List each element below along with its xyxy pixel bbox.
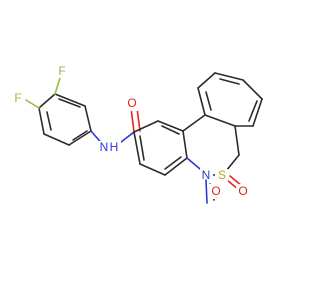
ring-nitrogen-label: N (202, 168, 211, 182)
fluorine-top-label: F (58, 64, 65, 78)
atom-background (126, 98, 138, 111)
bond (43, 133, 70, 146)
atom-background (97, 141, 121, 156)
sulfonyl-oxygen-left-label: O (211, 184, 220, 198)
sulfur-label: S (218, 168, 226, 182)
methyl-group (205, 179, 208, 204)
fluorine-substituents: F F (13, 64, 67, 109)
ring-heteroatoms: N S O O (200, 168, 249, 201)
bond (72, 130, 88, 141)
atom-background (236, 184, 249, 199)
bond (161, 125, 180, 135)
amide-nitrogen-label: N (100, 140, 109, 154)
bond (139, 135, 145, 161)
bond (133, 131, 141, 165)
bond (164, 156, 182, 170)
bond (133, 120, 159, 133)
bond (25, 99, 40, 109)
bond (38, 107, 45, 135)
atom-background (57, 66, 67, 78)
bond (219, 78, 240, 85)
bond (136, 107, 141, 132)
bond (252, 98, 263, 127)
bond (130, 107, 135, 133)
atom-background (209, 184, 222, 199)
atom-background (13, 93, 23, 105)
bond (205, 179, 208, 204)
bond (182, 130, 188, 159)
amide-oxygen-label: O (127, 96, 136, 110)
bond (139, 163, 166, 176)
difluorophenyl-ring (38, 93, 92, 146)
bond (197, 72, 216, 89)
dibenzothiazine-core (133, 72, 263, 177)
bond (204, 114, 236, 127)
fluorine-left-label: F (14, 91, 21, 105)
sulfonyl-oxygen-right-label: O (238, 184, 247, 198)
bond (54, 93, 86, 107)
atom-background (200, 168, 213, 183)
bond (58, 98, 81, 108)
amide-hydrogen-label: H (110, 140, 119, 154)
bond (46, 111, 52, 131)
bond (84, 105, 92, 132)
bond (242, 79, 263, 100)
bond (205, 91, 212, 111)
bond (182, 114, 206, 132)
bond (164, 157, 188, 176)
bond (197, 87, 206, 116)
bond (54, 77, 61, 95)
bond (157, 120, 184, 132)
bond (38, 93, 56, 109)
bond (234, 125, 240, 156)
bond (68, 130, 92, 146)
atom-background (215, 169, 228, 184)
amide-group: O N H (90, 96, 141, 156)
bond (214, 72, 244, 81)
molecule-structure: F F O N H (13, 64, 263, 204)
bond (248, 100, 258, 122)
